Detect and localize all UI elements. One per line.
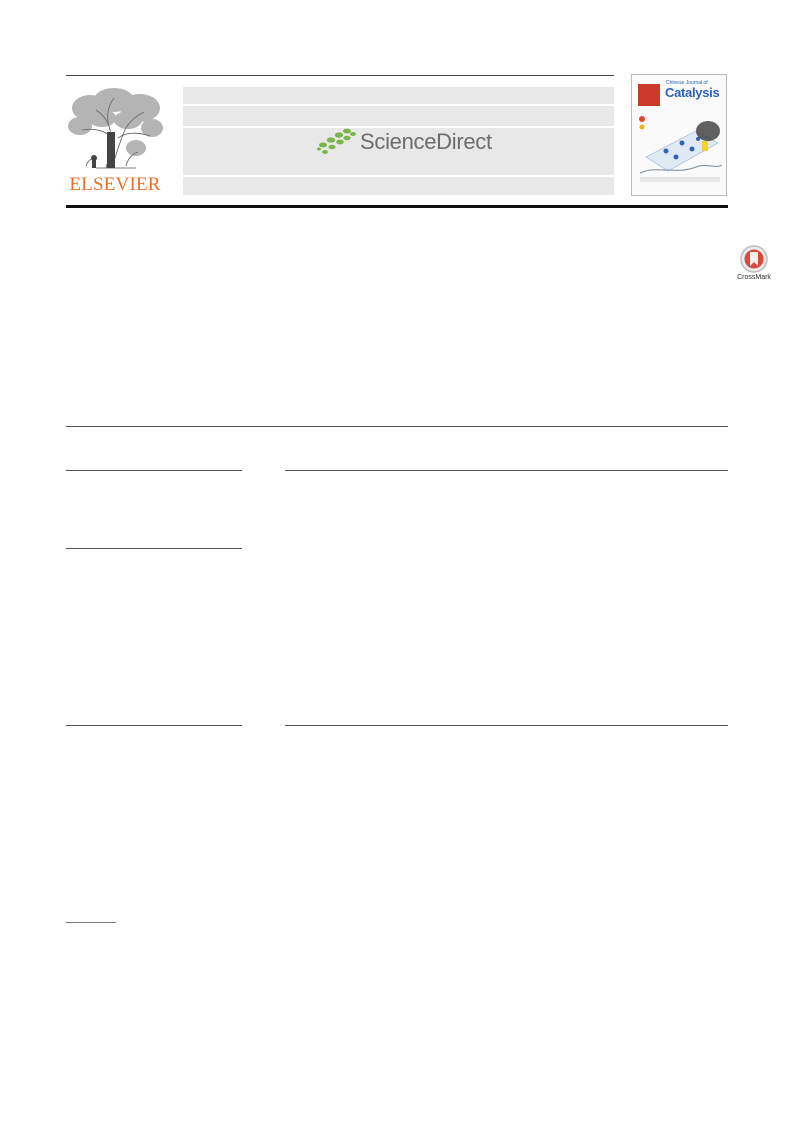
sciencedirect-banner[interactable]: ScienceDirect [183, 87, 614, 195]
sciencedirect-wordmark: ScienceDirect [360, 129, 492, 154]
elsevier-tree-icon [68, 88, 163, 169]
journal-cover-thumbnail[interactable]: Chinese Journal of Catalysis [631, 74, 727, 196]
journal-seal-icon [638, 84, 660, 106]
elsevier-wordmark: ELSEVIER [69, 174, 161, 195]
abstract-divider [285, 470, 728, 471]
crossmark-icon [740, 245, 768, 273]
cover-illustration-icon [639, 116, 723, 182]
header-top-rule [66, 75, 614, 76]
body-start-divider [285, 725, 728, 726]
footnote-divider [66, 922, 116, 923]
banner-stripe [183, 128, 614, 175]
article-info-divider [66, 470, 242, 471]
sciencedirect-dots-icon [317, 128, 356, 154]
crossmark-label: CrossMark [737, 274, 771, 281]
journal-cover-title: Catalysis [665, 85, 720, 100]
header-bottom-rule [66, 205, 728, 208]
sciencedirect-logo[interactable]: ScienceDirect [317, 125, 492, 159]
banner-stripe [183, 106, 614, 126]
article-history-divider [66, 548, 242, 549]
title-block-divider [66, 426, 728, 427]
banner-stripe [183, 87, 614, 104]
crossmark-badge[interactable]: CrossMark [737, 244, 771, 284]
elsevier-logo[interactable]: ELSEVIER [66, 86, 164, 198]
journal-cover-subtitle: Chinese Journal of [666, 80, 708, 86]
keywords-divider [66, 725, 242, 726]
banner-stripe [183, 177, 614, 195]
